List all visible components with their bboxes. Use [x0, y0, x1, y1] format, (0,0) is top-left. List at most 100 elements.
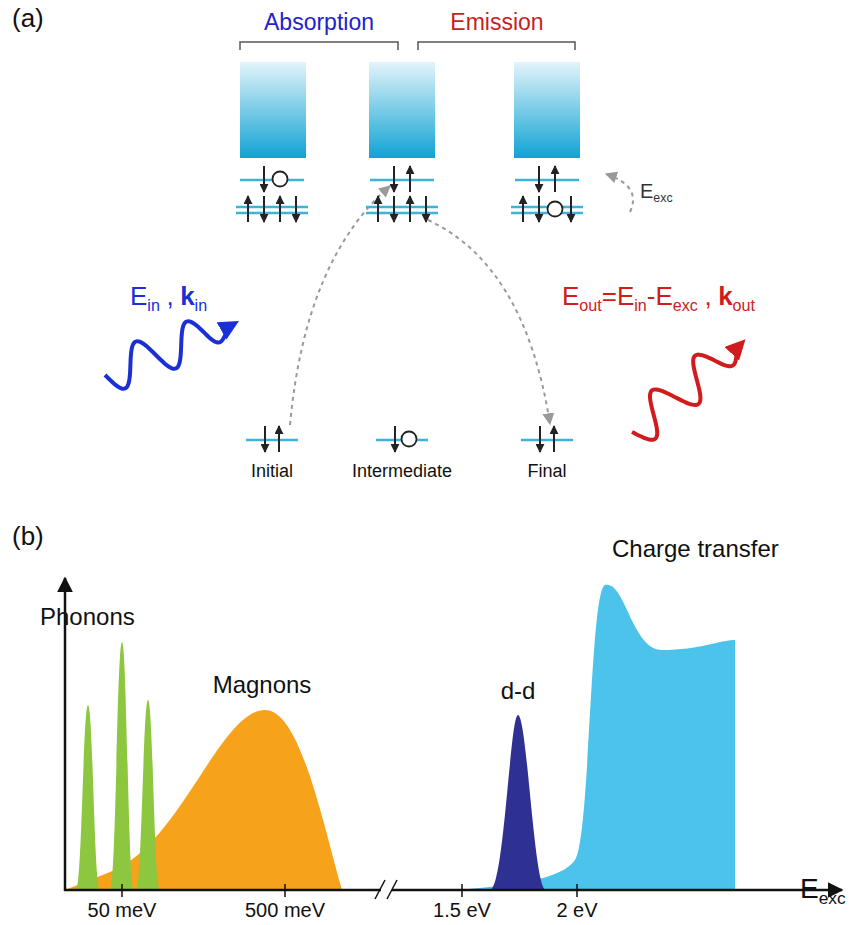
charge-transfer-band: [455, 585, 735, 890]
magnon-band: [65, 710, 342, 890]
spectrum: [64, 578, 842, 899]
spin-arrow: [263, 196, 265, 222]
level-line: [521, 439, 573, 442]
spin-arrow: [409, 196, 411, 222]
subscript: in: [147, 296, 160, 314]
bracket: [240, 42, 575, 50]
level-line: [236, 212, 308, 215]
panel-label: (a): [12, 4, 44, 33]
label-text: Charge transfer: [612, 535, 779, 562]
label-text: ,: [704, 281, 711, 311]
label-text: E: [130, 281, 147, 311]
spin-arrow: [393, 196, 395, 222]
label-text: 50 meV: [88, 899, 157, 921]
spin-arrow: [539, 426, 541, 452]
state-label: Final: [527, 462, 566, 482]
state-label: Intermediate: [352, 462, 452, 482]
label-text: 1.5 eV: [433, 899, 491, 921]
spin-arrow: [425, 196, 427, 222]
spin-arrow: [554, 166, 556, 192]
level-line: [366, 212, 438, 215]
hole: [273, 172, 288, 187]
conduction-band: [240, 62, 580, 158]
spin-arrow: [393, 166, 395, 192]
spin-arrow: [538, 196, 540, 222]
peak-label: Magnons: [213, 672, 312, 698]
hole: [548, 202, 563, 217]
label-text: E: [800, 873, 819, 904]
label-text: Magnons: [213, 671, 312, 698]
subscript: in: [195, 296, 208, 314]
level-line: [370, 179, 434, 182]
label-text: (b): [12, 521, 44, 551]
subscript: out: [579, 296, 601, 314]
process-label: Absorption: [264, 10, 374, 35]
emitted-photon-label: Eout=Ein-Eexc,kout: [562, 282, 755, 314]
spin-arrow: [247, 196, 249, 222]
axis-break: [375, 880, 397, 899]
incident-photon: [105, 321, 232, 389]
level-line: [515, 179, 579, 182]
label-text: Absorption: [264, 9, 374, 35]
subscript: exc: [819, 888, 846, 908]
spin-arrow: [570, 196, 572, 222]
emitted-photon: [632, 345, 740, 440]
label-text: =E: [602, 281, 635, 311]
level-line: [511, 212, 583, 215]
label-text: -E: [647, 281, 673, 311]
label-text: k: [180, 281, 194, 311]
level-line: [366, 206, 438, 209]
energy-label: Eexc: [640, 180, 673, 206]
photon: [105, 321, 740, 440]
label-text: Intermediate: [352, 461, 452, 481]
level-line: [236, 206, 308, 209]
label-text: (a): [12, 3, 44, 33]
spin-arrow: [553, 426, 555, 452]
spin-arrow: [263, 166, 265, 192]
spin-arrow: [538, 166, 540, 192]
spin-arrow: [394, 426, 396, 452]
peak-label: Charge transfer: [612, 536, 779, 562]
process-label: Emission: [450, 10, 543, 35]
subscript: exc: [653, 191, 672, 205]
peak-label: d-d: [501, 678, 536, 704]
peak-label: Phonons: [40, 604, 135, 630]
subscript: exc: [673, 296, 698, 314]
spin-arrow: [377, 196, 379, 222]
level-line: [246, 439, 298, 442]
label-text: k: [718, 281, 732, 311]
label-text: E: [640, 180, 653, 202]
tick-label: 500 meV: [245, 899, 325, 921]
label-text: Emission: [450, 9, 543, 35]
label-text: E: [562, 281, 579, 311]
hole: [402, 432, 417, 447]
label-text: Phonons: [40, 603, 135, 630]
spin-arrow: [409, 166, 411, 192]
spin-arrow: [278, 426, 280, 452]
label-text: 2 eV: [556, 899, 597, 921]
tick-label: 50 meV: [88, 899, 157, 921]
label-text: Final: [527, 461, 566, 481]
spin-arrow: [522, 196, 524, 222]
state-label: Initial: [251, 462, 293, 482]
phonon-peak: [76, 642, 160, 890]
transition-arrow: [290, 174, 633, 425]
subscript: out: [733, 296, 755, 314]
axis-label: Eexc: [800, 874, 846, 908]
spin-arrow: [295, 196, 297, 222]
subscript: in: [634, 296, 647, 314]
label-text: Initial: [251, 461, 293, 481]
panel-label: (b): [12, 522, 44, 551]
axis: [64, 578, 842, 891]
tick-label: 1.5 eV: [433, 899, 491, 921]
dd-peak: [490, 715, 546, 890]
label-text: d-d: [501, 677, 536, 704]
energy-levels: [236, 166, 583, 452]
spin-arrow: [264, 426, 266, 452]
label-text: ,: [166, 281, 173, 311]
label-text: 500 meV: [245, 899, 325, 921]
spin-arrow: [279, 196, 281, 222]
tick: [122, 884, 577, 897]
tick-label: 2 eV: [556, 899, 597, 921]
